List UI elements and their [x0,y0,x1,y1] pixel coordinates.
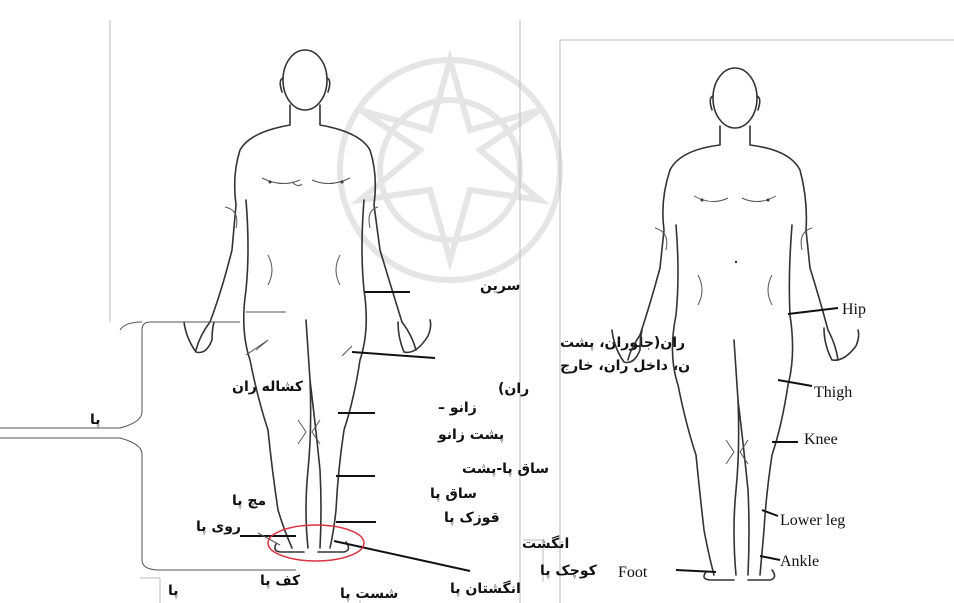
label-shin-fa-2: ساق پا [430,486,477,502]
label-leg-fa: پا [90,412,101,428]
label-knee-en: Knee [804,431,838,448]
label-thigh-fa-1: ران(جلوران، پشت [560,335,685,351]
label-thigh-fa-3: ران) [498,381,529,397]
label-lower-leg-en: Lower leg [780,512,845,529]
label-hip-fa: سرین [480,278,520,294]
label-toes-fa: انگشتان پا [450,580,521,597]
label-top-foot-fa: روی پا [196,519,241,535]
label-foot-fa: پا [168,583,179,599]
right-body-figure [612,68,859,580]
label-little-toe-fa-2: کوچک پا [540,563,598,579]
label-little-toe-fa-1: انگشت [522,535,569,552]
label-knee-fa-1: زانو – [438,400,477,416]
label-hip-en: Hip [842,301,866,318]
label-big-toe-fa: شست پا [340,586,398,602]
label-sole-fa: کف پا [260,573,301,589]
label-thigh-fa-2: ن، داخل ران، خارج [560,358,690,374]
leg-bracket [0,322,296,570]
label-thigh-en: Thigh [814,384,852,401]
label-ankle-bone-fa: قوزک پا [444,510,500,526]
label-foot-en: Foot [618,564,648,581]
label-ankle-fa: مچ پا [232,493,266,509]
label-ankle-en: Ankle [780,553,819,570]
feet-highlight-ellipse [268,525,364,561]
label-shin-fa-1: ساق پا-پشت [462,461,549,477]
label-groin-fa: کشاله ران [232,379,304,395]
left-leader-lines [240,292,470,571]
label-knee-fa-2: پشت زانو [437,427,504,443]
